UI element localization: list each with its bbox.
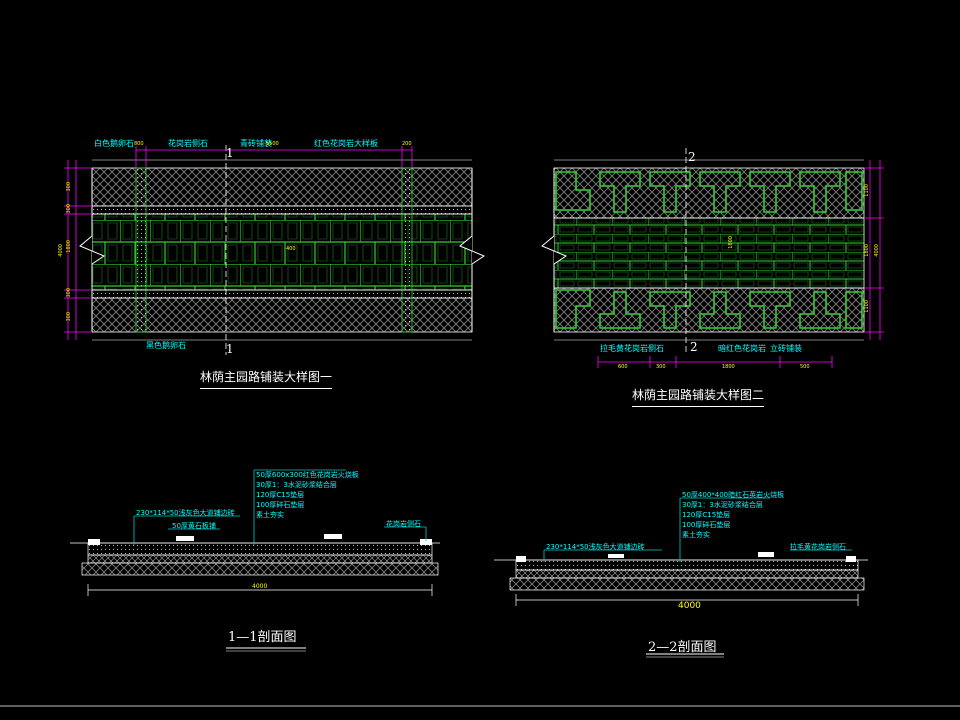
plan1-left-break-line <box>79 168 106 332</box>
section2-gravel-layer <box>509 577 865 591</box>
plan1-dim-top-3: 200 <box>402 141 412 147</box>
plan1-dim-left-4: 300 <box>66 288 72 298</box>
section1-note-5: 素土夯实 <box>256 511 284 519</box>
plan2-bottom-border-band <box>553 287 865 333</box>
plan1-dim-left-1: 300 <box>66 182 72 192</box>
plan2-dim-right-3: 1100 <box>864 300 870 313</box>
plan1-callout-1: 白色鹅卵石 <box>94 139 134 148</box>
plan2-left-break-line <box>541 168 568 332</box>
plan1-right-cross-strip <box>401 167 413 333</box>
plan2-dim-total: 4000 <box>874 244 880 257</box>
section2-notes: 50厚400*400暗红石英岩火烧板 30厚1：3水泥砂浆结合层 120厚C15… <box>682 490 784 540</box>
section2-note-1: 50厚400*400暗红石英岩火烧板 <box>682 491 785 499</box>
plan2-main-paving <box>553 217 865 289</box>
plan1-title: 林荫主园路铺装大样图一 <box>200 368 333 389</box>
plan2-t-motifs <box>555 171 863 329</box>
plan1-dim-left-2: 300 <box>66 204 72 214</box>
plan2-dim-bottom-4: 500 <box>800 364 810 370</box>
section2-drawing <box>494 497 868 658</box>
section2-dim-total: 4000 <box>678 601 701 611</box>
section2-note-3: 120厚C15垫层 <box>682 511 731 519</box>
plan1-callout-bottom: 黑色鹅卵石 <box>146 341 186 350</box>
section2-edge-stone-1 <box>608 554 624 558</box>
section1-note-1: 50厚600x300红色花岗岩火烧板 <box>256 471 359 479</box>
section2-right-callout: 拉毛黄花岗岩侧石 <box>790 543 846 551</box>
section1-edge-stone-1 <box>176 536 194 541</box>
section2-note-5: 素土夯实 <box>682 531 710 539</box>
plan2-callout-3: 立砖铺装 <box>770 344 802 353</box>
section2-left-callout: 230*114*50浅灰色大道铺边砖 <box>546 543 645 551</box>
section2-edge-stone-2 <box>758 552 774 557</box>
plan2-right-dim-line <box>864 160 884 340</box>
plan2-dim-bottom-2: 300 <box>656 364 666 370</box>
section1-gravel-layer <box>81 562 439 576</box>
plan2-title: 林荫主园路铺装大样图二 <box>632 386 765 407</box>
section1-drawing <box>70 469 440 652</box>
plan2-dim-right-2: 1800 <box>864 244 870 257</box>
section1-dim-total: 4000 <box>252 583 268 590</box>
section1-title: 1—1剖面图 <box>228 630 297 645</box>
plan1-dim-left-3: 1800 <box>66 240 72 253</box>
plan1-left-cross-strip <box>135 167 147 333</box>
plan2-drawing <box>541 148 884 368</box>
section2-title: 2—2剖面图 <box>648 640 717 655</box>
section1-left-callout-2: 50厚黄石板铺 <box>172 522 216 530</box>
plan2-section-mark-bottom: 2 <box>690 340 698 354</box>
plan2-dim-mid: 1800 <box>728 236 734 249</box>
plan2-top-border-band <box>553 167 865 219</box>
section1-left-callout: 230*114*50浅灰色大道铺边砖 <box>136 509 235 517</box>
section1-note-3: 120厚C15垫层 <box>256 491 305 499</box>
section1-notes: 50厚600x300红色花岗岩火烧板 30厚1：3水泥砂浆结合层 120厚C15… <box>256 470 359 520</box>
plan1-section-mark-top: 1 <box>226 146 234 160</box>
plan2-section-mark-top: 2 <box>688 150 696 164</box>
section1-edge-stone-2 <box>324 534 342 539</box>
plan1-section-mark-bottom: 1 <box>226 342 234 356</box>
plan2-callout-1: 拉毛黄花岗岩侧石 <box>600 344 664 353</box>
section1-note-2: 30厚1：3水泥砂浆结合层 <box>256 481 337 489</box>
section1-note-4: 100厚碎石垫层 <box>256 501 305 509</box>
plan2-dim-bottom-3: 1800 <box>722 364 735 370</box>
plan1-dim-top-1: 800 <box>134 141 144 147</box>
plan1-callout-4: 红色花岗岩大样板 <box>314 139 378 148</box>
plan1-dim-left-5: 300 <box>66 312 72 322</box>
plan1-dim-total: 4000 <box>58 244 64 257</box>
plan1-right-break-line <box>459 168 486 332</box>
plan1-drawing <box>64 145 486 355</box>
plan1-dim-top-2: 5500 <box>266 141 279 147</box>
plan1-callout-2: 花岗岩侧石 <box>168 139 208 148</box>
plan2-dim-bottom-1: 600 <box>618 364 628 370</box>
section2-note-2: 30厚1：3水泥砂浆结合层 <box>682 501 763 509</box>
plan1-dim-mid: 400 <box>286 246 296 252</box>
plan2-dim-right-1: 1100 <box>864 184 870 197</box>
plan1-callout-3: 青砖铺装 <box>240 139 272 148</box>
plan2-callout-2: 暗红色花岗岩 <box>718 344 766 353</box>
section1-right-callout: 花岗岩侧石 <box>386 520 421 528</box>
section2-note-4: 100厚碎石垫层 <box>682 521 731 529</box>
